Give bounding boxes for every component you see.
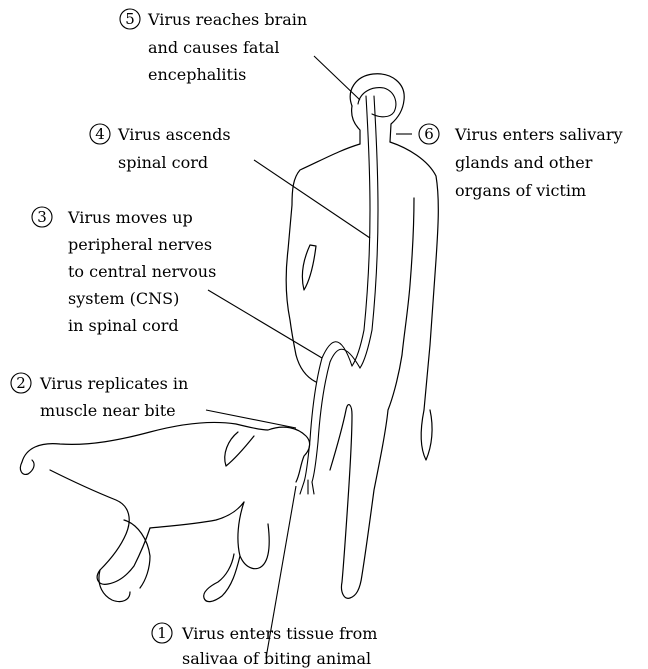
step-5-label: 5 Virus reaches brain and causes fatal e… xyxy=(120,9,307,84)
step-3-label: 3 Virus moves up peripheral nerves to ce… xyxy=(32,207,216,335)
leader-step-3 xyxy=(208,290,322,358)
step-2-label: 2 Virus replicates in muscle near bite xyxy=(11,373,188,420)
step-3-line-2: peripheral nerves xyxy=(68,235,212,254)
step-6-line-2: glands and other xyxy=(455,153,593,172)
step-4-line-1: Virus ascends xyxy=(117,125,231,144)
step-1-line-2: salivaa of biting animal xyxy=(182,649,371,668)
step-4-number: 4 xyxy=(95,125,105,143)
step-5-line-3: encephalitis xyxy=(148,65,246,84)
step-1-number: 1 xyxy=(157,624,167,642)
leader-step-4 xyxy=(254,160,370,238)
step-3-number: 3 xyxy=(37,208,47,226)
step-6-line-1: Virus enters salivary xyxy=(454,125,623,144)
step-5-line-2: and causes fatal xyxy=(148,38,280,57)
step-3-line-4: system (CNS) xyxy=(68,289,179,308)
step-2-line-1: Virus replicates in xyxy=(39,374,188,393)
step-1-line-1: Virus enters tissue from xyxy=(181,624,377,643)
step-6-label: 6 Virus enters salivary glands and other… xyxy=(419,124,623,200)
step-3-line-5: in spinal cord xyxy=(68,316,179,335)
step-1-label: 1 Virus enters tissue from salivaa of bi… xyxy=(152,623,377,668)
step-4-line-2: spinal cord xyxy=(118,153,208,172)
step-5-number: 5 xyxy=(125,10,135,28)
leader-step-5 xyxy=(314,56,360,100)
dog-figure xyxy=(20,422,309,601)
step-4-label: 4 Virus ascends spinal cord xyxy=(90,124,231,172)
step-3-line-3: to central nervous xyxy=(68,262,216,281)
step-3-line-1: Virus moves up xyxy=(67,208,193,227)
step-2-line-2: muscle near bite xyxy=(40,401,176,420)
step-5-line-1: Virus reaches brain xyxy=(147,10,307,29)
step-2-number: 2 xyxy=(16,374,26,392)
step-6-line-3: organs of victim xyxy=(455,181,586,200)
step-6-number: 6 xyxy=(424,125,434,143)
leader-step-2 xyxy=(206,410,296,428)
